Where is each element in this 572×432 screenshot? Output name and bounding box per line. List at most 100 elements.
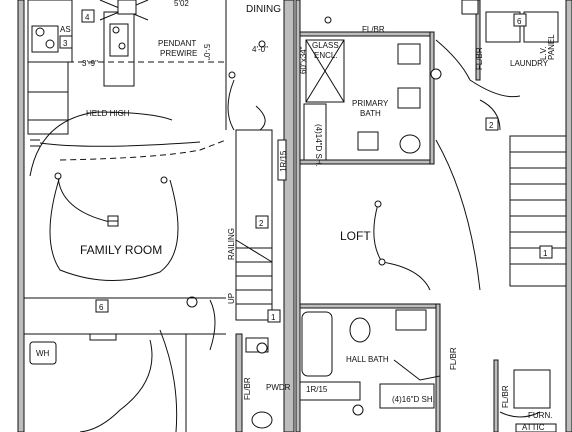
shower-diagonal [305,39,345,103]
label-flbr-pwdr: FL/BR [243,377,252,400]
exterior-wall-left [17,0,25,432]
dimension-5-02: 5'02 [174,0,189,8]
recessed-light [54,172,62,180]
center-party-wall [283,0,295,432]
recessed-light [324,16,332,24]
recessed-light [160,176,168,184]
attic-hatch [515,423,557,432]
circuit-wire [79,339,153,432]
label-lv-panel-2: PANEL [547,34,556,60]
pendant-box [117,0,137,15]
circuit-marker-4 [81,9,95,23]
circuit-marker-2 [485,117,499,131]
dimension-5-0: 5'-0" [202,44,211,60]
label-attic: ATTIC [522,423,545,432]
label-flbr-laundry: FL/BR [475,47,484,70]
label-lv-panel-1: L.V. [539,47,548,61]
room-label-pwdr: PWDR [266,383,291,392]
room-label-hall-bath: HALL BATH [346,355,389,364]
hall-shelf [299,381,361,401]
recessed-light [374,200,382,208]
circuit-marker-2-stair [255,215,269,229]
label-flbr-hall: FL/BR [449,347,458,370]
hall-toilet [349,317,371,343]
label-flbr-furn: FL/BR [501,385,510,408]
sink [31,25,59,53]
exhaust-fan-symbol [430,68,442,80]
circuit-wire [209,299,216,351]
circuit-wire [479,99,501,131]
primary-tub-drain [357,131,379,151]
faucet-symbol [35,27,45,37]
label-gas: AS [60,25,71,34]
vanity-sink [397,87,421,109]
room-label-dining: DINING [246,4,281,15]
hall-sink [395,309,427,331]
pantry-cabinet [27,61,69,135]
room-label-primary-bath-1: PRIMARY [352,99,389,108]
dryer [523,11,559,43]
faucet-symbol [45,39,55,49]
primary-shower-seat [303,103,327,161]
label-shower-primary: (4)14"D SH. [314,124,323,167]
label-1r15-b: 1R/15 [306,385,328,394]
outlet-mark [30,139,40,147]
label-glass-2: ENCL. [314,51,338,60]
primary-toilet [399,134,421,154]
circuit-wire [29,111,173,177]
island-sink [109,23,129,57]
faucet-symbol [118,42,126,50]
shelf-box [277,139,287,181]
room-label-furn: FURN. [528,411,552,420]
room-label-wh: WH [36,349,50,358]
label-held-high: HELD HIGH [86,109,130,118]
hall-shower [379,383,435,409]
label-up: UP [227,293,236,304]
circuit-marker-3 [59,35,73,49]
room-label-family: FAMILY ROOM [80,243,162,257]
exhaust-fan-symbol [352,404,364,416]
label-shower-size: 60"x34" [299,46,308,74]
label-pendant-1: PENDANT [158,39,196,48]
circuit-wire [227,79,235,131]
recessed-light [378,258,386,266]
hall-bath-wall [435,303,441,432]
circuit-wire [49,175,179,282]
primary-bath-wall [429,31,435,165]
label-1r15-a: 1R/15 [279,150,288,172]
stair-break-line [235,239,273,263]
exhaust-fan-symbol [256,342,268,354]
circuit-number-6-family: 6 [99,303,104,312]
vanity-sink [397,43,421,65]
circuit-marker-box [95,299,109,313]
furnace-wall [493,359,499,432]
furnace [513,369,551,409]
laundry-outlet [461,0,479,15]
laundry-wall [475,0,481,81]
circuit-marker-6 [513,13,527,27]
circuit-wire [373,203,431,291]
label-shower-hall: (4)16"D SH. [392,395,435,404]
hall-tub [301,311,333,377]
label-railing: RAILING [227,228,236,260]
room-label-loft: LOFT [340,229,371,243]
soffit-line [59,139,227,161]
door-swing [393,359,441,381]
pwdr-toilet [251,411,273,429]
circuit-wire [57,175,111,223]
circuit-wire [435,39,521,98]
room-label-laundry: LAUNDRY [510,59,549,68]
circuit-wire [255,105,266,131]
dining-light [258,40,266,48]
circuit-number-2-stair: 2 [259,219,264,228]
circuit-marker-1-pwdr [267,309,281,323]
hall-bath-wall [299,303,441,309]
label-glass-1: GLASS [312,41,339,50]
water-heater [29,341,57,365]
label-flbr-top: FL/BR [362,25,385,34]
door-header [89,333,117,341]
recessed-light [228,71,236,79]
circuit-wire [435,139,481,291]
